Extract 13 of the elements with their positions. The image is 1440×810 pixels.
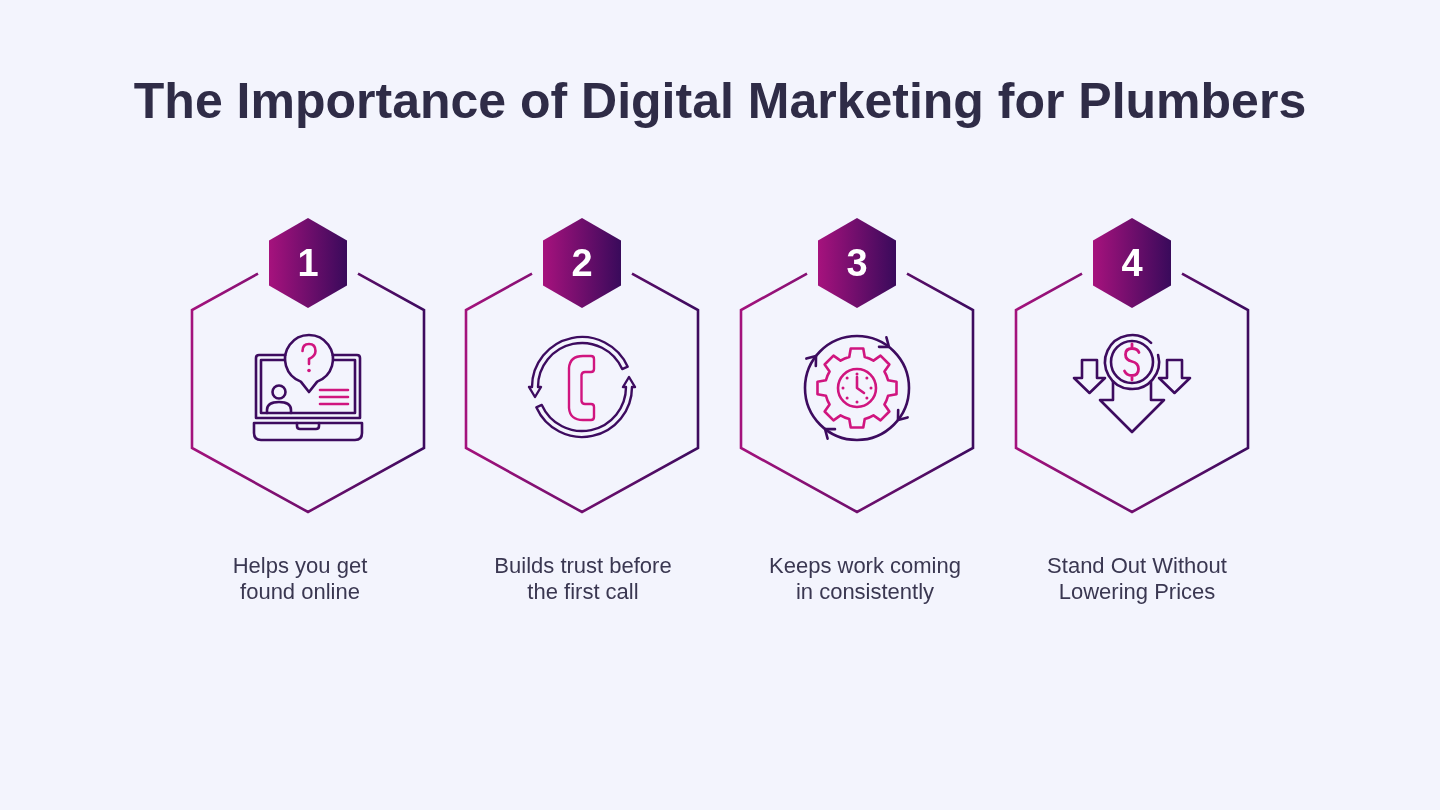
step-number: 2 — [571, 243, 593, 283]
title: The Importance of Digital Marketing for Plumbers — [133, 72, 1307, 131]
caption-text: Builds trust before the first call — [493, 553, 673, 605]
hexagon-badge — [543, 218, 621, 308]
hexagon-badge — [818, 218, 896, 308]
hexagon-badge — [1093, 218, 1171, 308]
step-number: 4 — [1121, 243, 1143, 283]
step-number: 3 — [846, 243, 868, 283]
caption-text: Keeps work coming in consistently — [768, 553, 962, 605]
step-number: 1 — [297, 243, 319, 283]
caption-text: Stand Out Without Lowering Prices — [1046, 553, 1228, 605]
hexagon-badge — [269, 218, 347, 308]
caption-text: Helps you get found online — [231, 553, 369, 605]
